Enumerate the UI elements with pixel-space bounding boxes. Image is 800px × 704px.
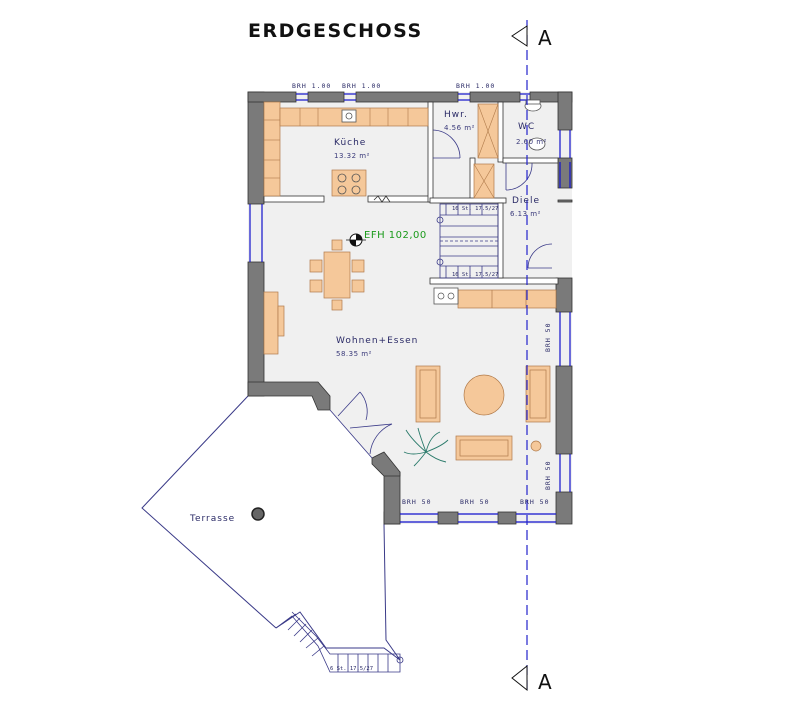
sideboard [263, 291, 285, 355]
terrace-post [251, 507, 265, 521]
window-label: BRH 50 [544, 460, 552, 490]
section-label-top: A [538, 26, 552, 50]
main-staircase [436, 203, 499, 279]
hob-small [433, 287, 459, 305]
plant [403, 427, 449, 467]
room-area-hwr: 4.56 m² [444, 124, 475, 132]
hob-burner [437, 292, 445, 300]
floor-lamp [530, 440, 542, 452]
efh-marker [346, 233, 366, 247]
room-label-hwr: Hwr. [444, 110, 468, 120]
stair-label-upper: 16 St. 17.5/27 [452, 206, 499, 212]
room-area-diele: 6.13 m² [510, 210, 541, 218]
living-furniture [415, 365, 551, 461]
stair-label-lower: 16 St. 17.5/27 [452, 272, 499, 278]
wc-fixtures [524, 99, 546, 151]
living-counter [457, 289, 557, 309]
window-label: BRH 50 [544, 322, 552, 352]
window-label: BRH 50 [520, 498, 550, 506]
hob-burner [447, 292, 455, 300]
room-label-wc: WC [518, 122, 536, 132]
window-label: BRH 1.00 [292, 82, 332, 90]
kitchen-counter-lines [264, 103, 499, 199]
room-area-wc: 2.60 m² [516, 138, 547, 146]
plan-title: ERDGESCHOSS [248, 20, 423, 42]
room-label-diele: Diele [512, 196, 541, 206]
window-label: BRH 1.00 [456, 82, 496, 90]
window-label: BRH 50 [460, 498, 490, 506]
exterior-walls [247, 91, 573, 525]
room-area-wohnen-essen: 58.35 m² [336, 350, 372, 358]
section-arrow-top [511, 25, 528, 47]
dining-set [309, 239, 365, 311]
windows [249, 93, 571, 523]
radiator [373, 195, 391, 203]
section-label-bottom: A [538, 670, 552, 694]
room-label-wohnen-essen: Wohnen+Essen [336, 336, 419, 346]
doors [329, 129, 553, 459]
interior-walls [263, 101, 559, 285]
window-label: BRH 1.00 [342, 82, 382, 90]
section-arrow-bottom [511, 664, 528, 692]
efh-label: EFH 102,00 [364, 230, 427, 241]
stair-label-terrace: 6 St. 17.5/27 [330, 666, 374, 672]
window-label: BRH 50 [402, 498, 432, 506]
room-label-terrasse: Terrasse [190, 514, 236, 524]
room-label-kueche: Küche [334, 138, 367, 148]
room-area-kueche: 13.32 m² [334, 152, 370, 160]
kitchen-fixtures [337, 109, 361, 195]
terrace-stairs [275, 611, 404, 673]
